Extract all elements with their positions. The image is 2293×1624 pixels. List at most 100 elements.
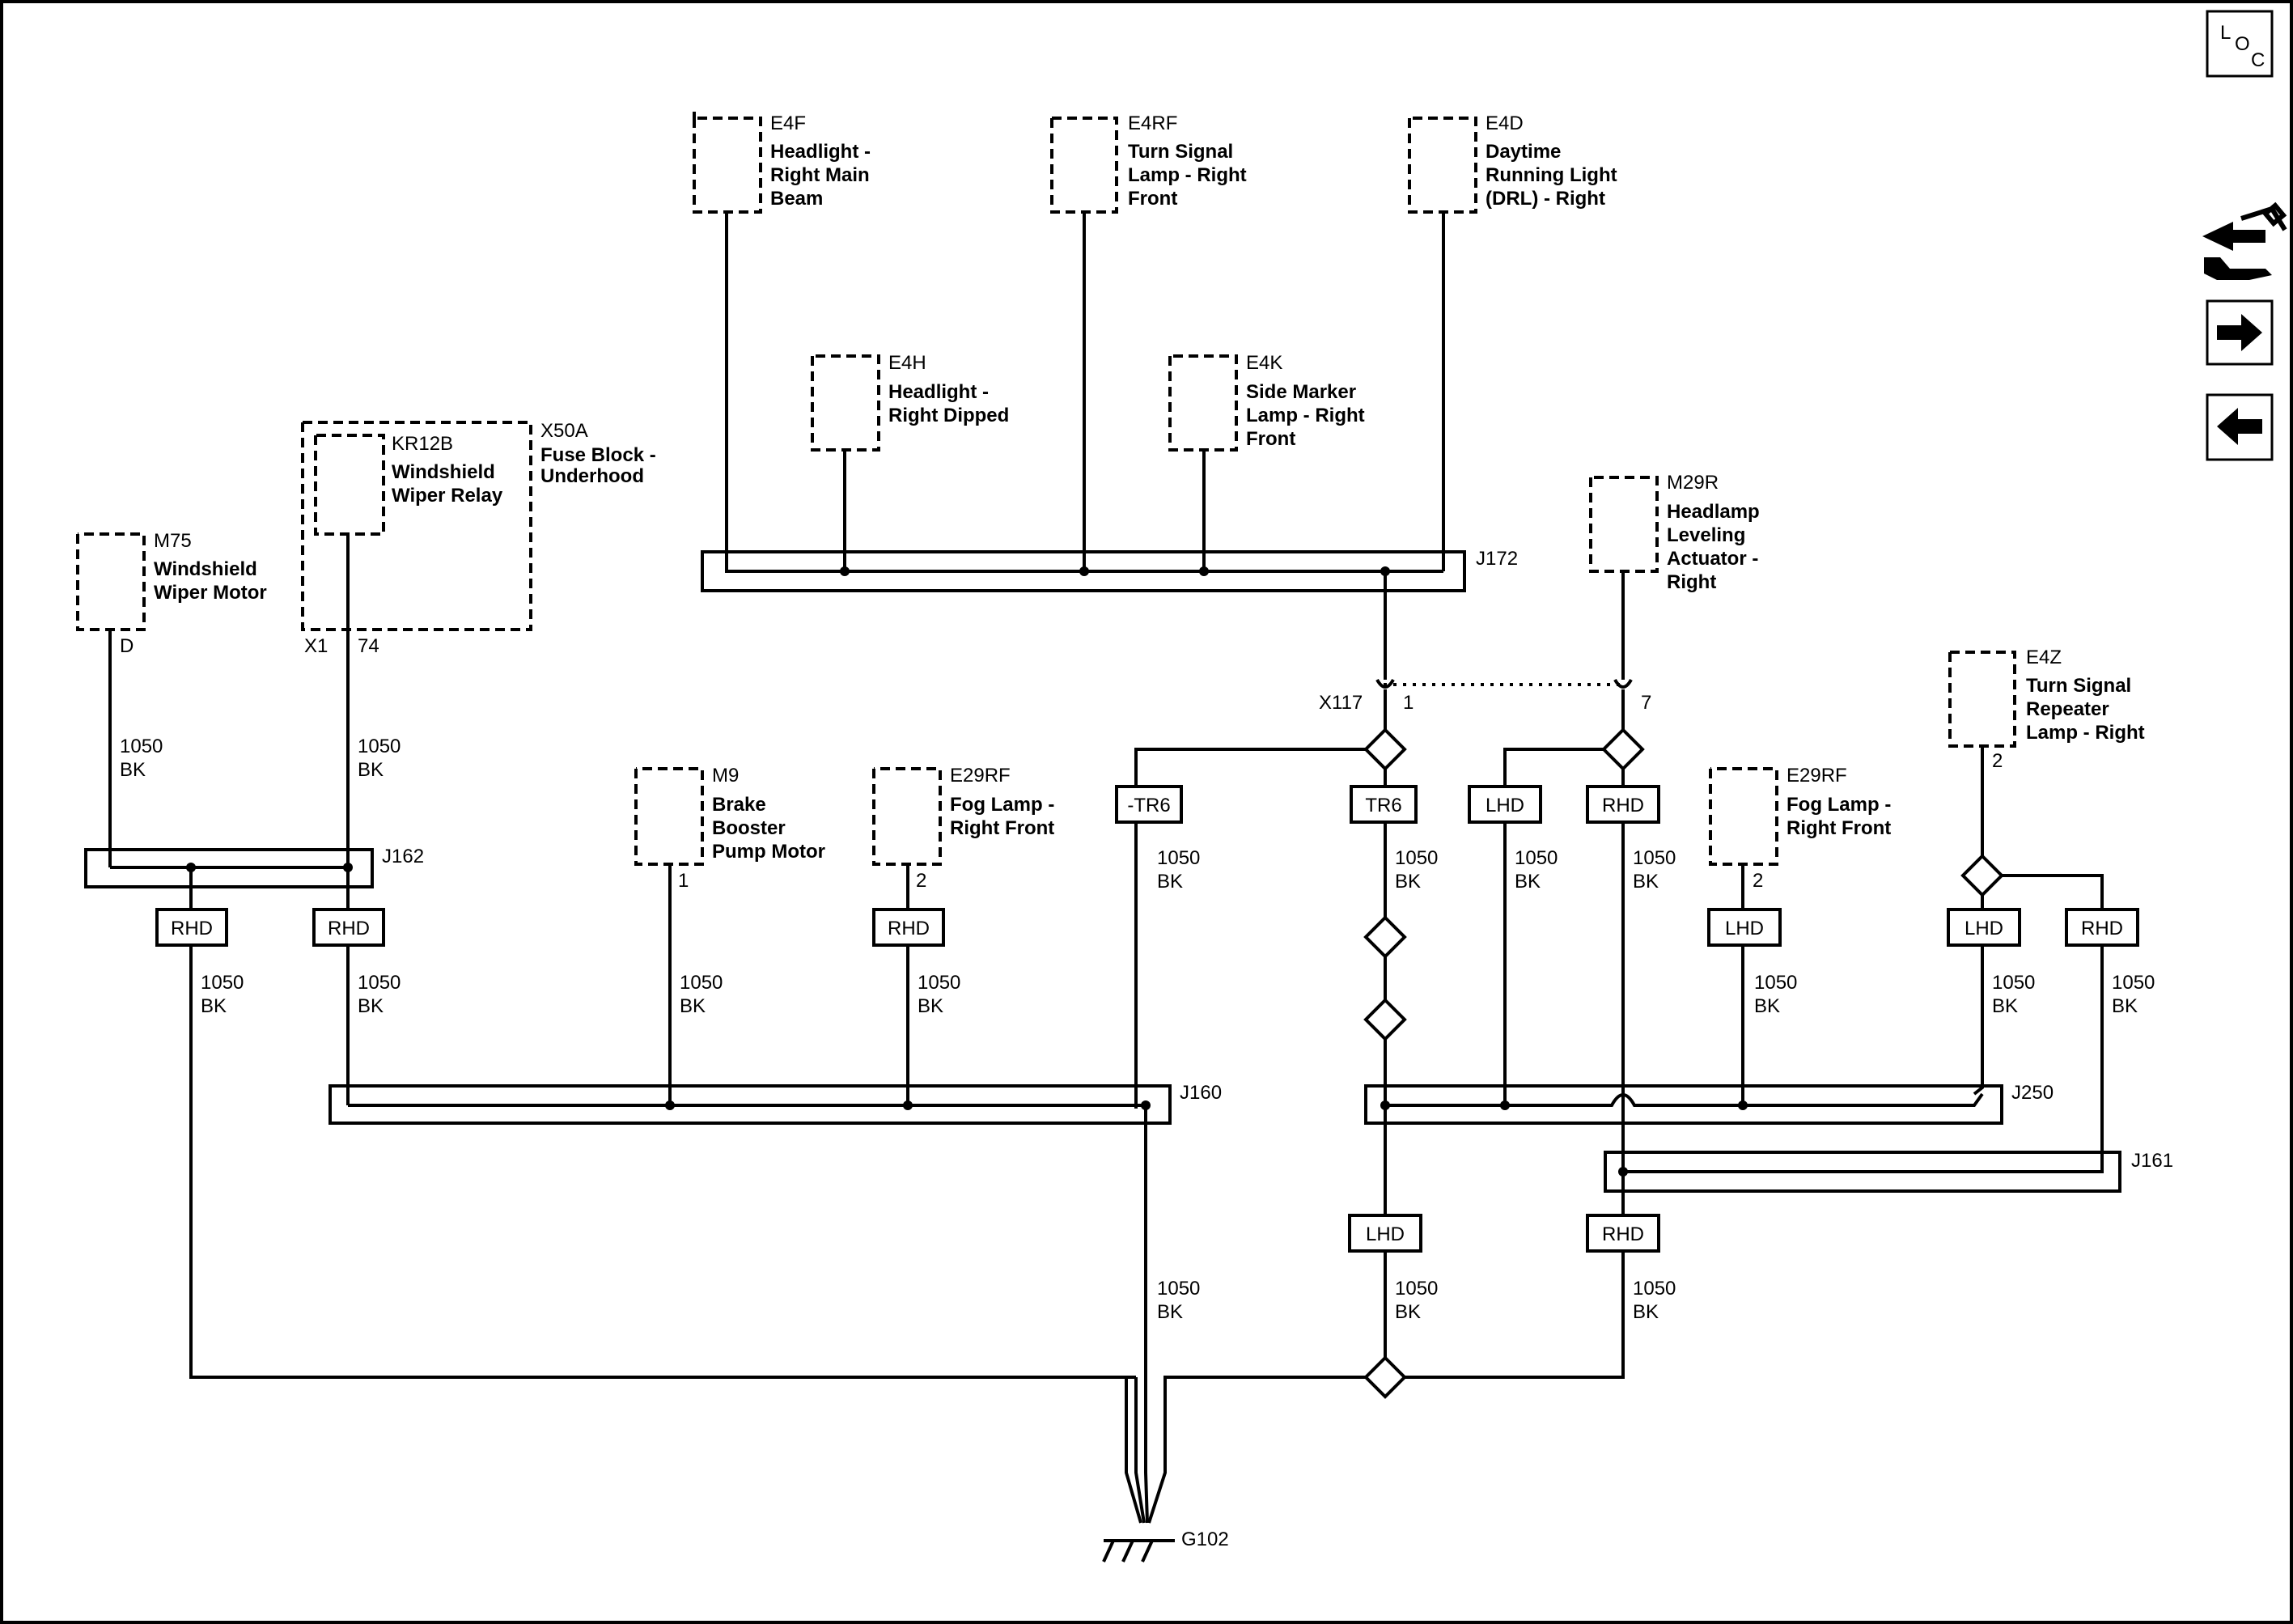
svg-text:Windshield: Windshield [392, 461, 495, 483]
svg-text:BK: BK [1157, 1301, 1183, 1323]
svg-text:BK: BK [1515, 871, 1541, 893]
svg-text:E4RF: E4RF [1128, 112, 1177, 134]
svg-text:BK: BK [1157, 871, 1183, 893]
option-lhd-b: LHD [1707, 908, 1782, 947]
option-rhd-a: RHD [1586, 785, 1660, 824]
svg-text:BK: BK [358, 759, 384, 781]
svg-text:LHD: LHD [1366, 1223, 1405, 1245]
option-tr6: TR6 [1350, 785, 1418, 824]
arrow-left-icon [2217, 408, 2262, 445]
connector-view-icon[interactable] [2202, 201, 2287, 280]
svg-text:1050: 1050 [1395, 847, 1438, 869]
svg-text:Headlamp: Headlamp [1667, 501, 1760, 523]
svg-text:Headlight -: Headlight - [888, 381, 989, 403]
splice-j250: J250 [1364, 1082, 2054, 1125]
svg-text:X1: X1 [304, 635, 328, 657]
svg-text:LHD: LHD [1725, 918, 1764, 939]
component-e29rf-a: E29RF Fog Lamp - Right Front 2 [872, 765, 1054, 892]
svg-text:BK: BK [2112, 995, 2138, 1017]
svg-text:RHD: RHD [1602, 795, 1644, 816]
previous-page-button[interactable] [2206, 393, 2274, 461]
svg-text:J250: J250 [2011, 1082, 2054, 1104]
svg-text:RHD: RHD [1602, 1223, 1644, 1245]
component-m29r: M29R Headlamp Leveling Actuator - Right [1589, 472, 1760, 593]
ground-g102: G102 [1102, 1376, 1366, 1563]
svg-text:TR6: TR6 [1365, 795, 1401, 816]
svg-text:Running Light: Running Light [1486, 164, 1617, 186]
svg-text:Booster: Booster [712, 817, 786, 839]
svg-text:Right Dipped: Right Dipped [888, 405, 1009, 426]
svg-text:D: D [120, 635, 134, 657]
svg-text:J160: J160 [1180, 1082, 1222, 1104]
svg-text:BK: BK [1395, 1301, 1421, 1323]
component-e4f: E4F Headlight - Right Main Beam [693, 112, 871, 214]
splice-j160: J160 [328, 1082, 1222, 1125]
svg-text:BK: BK [201, 995, 227, 1017]
svg-text:Fuse Block -: Fuse Block - [540, 444, 656, 466]
svg-text:Pump Motor: Pump Motor [712, 841, 825, 863]
svg-text:2: 2 [916, 870, 926, 892]
svg-text:E29RF: E29RF [950, 765, 1011, 787]
svg-text:1050: 1050 [1754, 972, 1797, 994]
svg-text:Lamp - Right: Lamp - Right [1128, 164, 1247, 186]
svg-text:(DRL) - Right: (DRL) - Right [1486, 188, 1605, 210]
svg-text:BK: BK [358, 995, 384, 1017]
svg-text:1050: 1050 [1992, 972, 2035, 994]
svg-text:RHD: RHD [888, 918, 930, 939]
svg-text:RHD: RHD [2081, 918, 2123, 939]
option-rhd-c: RHD [312, 908, 385, 947]
svg-text:1050: 1050 [120, 736, 163, 757]
svg-text:BK: BK [1754, 995, 1780, 1017]
component-x50a: X50A Fuse Block - Underhood X1 74 [301, 420, 656, 657]
component-m75: M75 Windshield Wiper Motor D [76, 530, 267, 657]
svg-text:G102: G102 [1181, 1529, 1229, 1550]
svg-text:Front: Front [1128, 188, 1177, 210]
option-lhd-d: LHD [1348, 1214, 1422, 1253]
svg-text:Repeater: Repeater [2026, 698, 2109, 720]
svg-text:RHD: RHD [171, 918, 213, 939]
component-e4z: E4Z Turn Signal Repeater Lamp - Right 2 [1948, 647, 2145, 772]
svg-text:E4H: E4H [888, 352, 926, 374]
svg-text:2: 2 [1992, 750, 2003, 772]
svg-text:Headlight -: Headlight - [770, 141, 871, 163]
svg-text:1050: 1050 [2112, 972, 2155, 994]
svg-text:1050: 1050 [1395, 1278, 1438, 1300]
svg-text:KR12B: KR12B [392, 433, 453, 455]
svg-text:Right Main: Right Main [770, 164, 870, 186]
splice-j162: J162 [84, 846, 424, 888]
svg-text:X50A: X50A [540, 420, 588, 442]
svg-text:1: 1 [678, 870, 689, 892]
svg-text:BK: BK [1992, 995, 2018, 1017]
svg-text:1050: 1050 [358, 972, 401, 994]
option-ntr6: -TR6 [1115, 785, 1183, 824]
svg-text:Side Marker: Side Marker [1246, 381, 1356, 403]
svg-text:M9: M9 [712, 765, 739, 787]
svg-text:Turn Signal: Turn Signal [1128, 141, 1233, 163]
svg-text:1050: 1050 [918, 972, 960, 994]
svg-text:Actuator -: Actuator - [1667, 548, 1758, 570]
svg-text:Fog Lamp -: Fog Lamp - [950, 794, 1054, 816]
svg-text:1050: 1050 [1633, 847, 1676, 869]
svg-text:Leveling: Leveling [1667, 524, 1745, 546]
svg-text:Lamp - Right: Lamp - Right [2026, 722, 2145, 744]
svg-text:7: 7 [1641, 692, 1651, 714]
svg-text:1050: 1050 [1515, 847, 1558, 869]
svg-text:E4K: E4K [1246, 352, 1282, 374]
svg-text:1050: 1050 [1633, 1278, 1676, 1300]
svg-text:LHD: LHD [1486, 795, 1524, 816]
component-m9: M9 Brake Booster Pump Motor 1 [634, 765, 825, 892]
svg-text:1: 1 [1403, 692, 1414, 714]
svg-text:RHD: RHD [328, 918, 370, 939]
svg-text:BK: BK [1633, 871, 1659, 893]
option-rhd-f: RHD [2065, 908, 2139, 947]
svg-text:E4Z: E4Z [2026, 647, 2062, 668]
svg-text:Daytime: Daytime [1486, 141, 1561, 163]
svg-text:LHD: LHD [1965, 918, 2003, 939]
svg-text:E29RF: E29RF [1787, 765, 1847, 787]
svg-text:74: 74 [358, 635, 379, 657]
svg-text:J162: J162 [382, 846, 424, 867]
loc-button[interactable]: L O C [2206, 10, 2274, 78]
next-page-button[interactable] [2206, 299, 2274, 366]
svg-text:1050: 1050 [201, 972, 244, 994]
